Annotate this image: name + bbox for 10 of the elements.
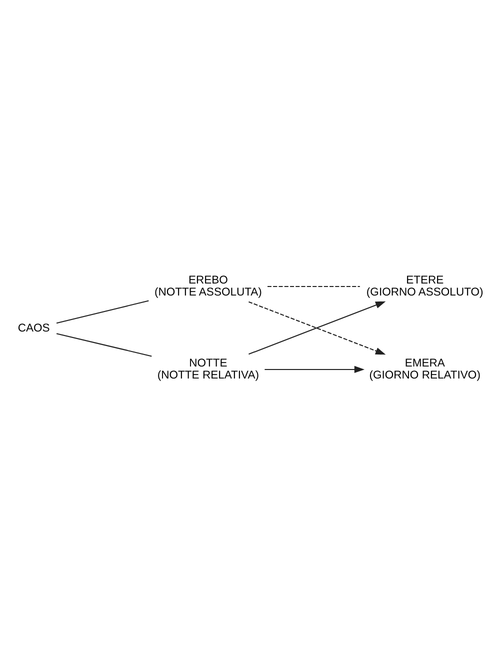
arrow [264,365,365,373]
node-text: NOTTE (NOTTE RELATIVA) [157,356,260,381]
connector [56,332,152,356]
arrow [248,300,386,354]
node-text: ETERE (GIORNO ASSOLUTO) [366,274,484,298]
node-text: EMERA (GIORNO RELATIVO) [369,356,480,381]
node-text: CAOS [18,322,50,334]
node-text: EREBO (NOTTE ASSOLUTA) [154,274,262,298]
connector [268,286,360,287]
connector [56,300,149,324]
